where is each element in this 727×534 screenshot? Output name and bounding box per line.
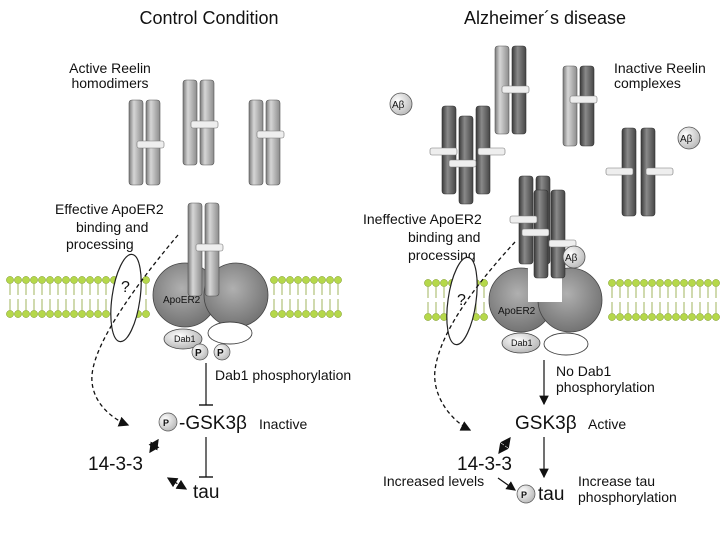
reelin-complex-dark: [429, 105, 506, 205]
solid-arrow: [497, 477, 516, 491]
dab1-protein: Dab1 P P: [163, 321, 253, 361]
svg-text:Aβ: Aβ: [680, 134, 693, 145]
unknown-protein: ?: [110, 253, 142, 343]
gsk3b-label: GSK3β: [515, 413, 577, 434]
inactive-label: Inactive: [259, 416, 307, 432]
no-dab1-phosphorylation-label-2: phosphorylation: [556, 379, 655, 395]
tau-label: tau: [193, 482, 219, 503]
dab1-phosphorylation-label: Dab1 phosphorylation: [215, 367, 351, 383]
phospho-badge: [516, 484, 536, 504]
increase-tau-label-2: phosphorylation: [578, 489, 677, 505]
svg-text:Dab1: Dab1: [511, 338, 533, 348]
phospho-badge: [158, 412, 178, 432]
effective-apoer2-label-3: processing: [66, 236, 134, 252]
adaptor-14-3-3-label: 14-3-3: [457, 454, 512, 475]
svg-text:?: ?: [121, 279, 130, 296]
inactive-reelin-label-2: complexes: [614, 75, 681, 91]
reelin-dimer-light: [182, 79, 219, 166]
reelin-dimer-light: [248, 99, 285, 186]
dashed-arrow: [498, 436, 511, 455]
reelin-dimer-light: [128, 99, 165, 186]
svg-text:Aβ: Aβ: [565, 253, 578, 264]
dashed-arrow: [166, 477, 188, 490]
svg-text:ApoER2: ApoER2: [498, 306, 536, 317]
dashed-arrow: [434, 241, 516, 431]
abeta-badge: Aβ: [677, 126, 701, 150]
effective-apoer2-label: Effective ApoER2: [55, 201, 164, 217]
reelin-dimer-bound: [187, 202, 224, 297]
active-reelin-label: Active Reelin: [69, 60, 151, 76]
ineffective-apoer2-label-3: processing: [408, 247, 476, 263]
ineffective-apoer2-label: Ineffective ApoER2: [363, 211, 482, 227]
tau-label: tau: [538, 484, 564, 505]
abeta-badge: Aβ: [389, 92, 413, 116]
control-title: Control Condition: [139, 8, 278, 28]
svg-text:?: ?: [457, 292, 466, 309]
dab1-protein: Dab1: [501, 332, 589, 356]
reelin-complex-stuck: [509, 175, 577, 279]
svg-text:P: P: [217, 348, 224, 359]
reelin-complex-dark: [494, 45, 530, 135]
phospho-badge-label: P: [163, 418, 169, 428]
unknown-protein: ?: [446, 256, 478, 346]
increase-tau-label: Increase tau: [578, 473, 655, 489]
svg-text:Dab1: Dab1: [174, 334, 196, 344]
increased-levels-label: Increased levels: [383, 473, 484, 489]
active-label: Active: [588, 416, 626, 432]
phospho-badge-label: P: [521, 490, 527, 500]
apoer2-receptor: ApoER2: [488, 262, 603, 333]
effective-apoer2-label-2: binding and: [76, 219, 148, 235]
reelin-complex-dark: [562, 65, 598, 147]
gsk3b-label: -GSK3β: [179, 413, 247, 434]
no-dab1-phosphorylation-label: No Dab1: [556, 363, 611, 379]
svg-text:ApoER2: ApoER2: [163, 295, 201, 306]
active-reelin-label-2: homodimers: [71, 75, 148, 91]
adaptor-14-3-3-label: 14-3-3: [88, 454, 143, 475]
inactive-reelin-label: Inactive Reelin: [614, 60, 706, 76]
alzheimer-title: Alzheimer´s disease: [464, 8, 626, 28]
dashed-arrow: [148, 438, 160, 454]
reelin-complex-dark: [605, 127, 674, 217]
abeta-badge: Aβ: [562, 245, 586, 269]
ineffective-apoer2-label-2: binding and: [408, 229, 480, 245]
svg-text:Aβ: Aβ: [392, 100, 405, 111]
svg-text:P: P: [195, 348, 202, 359]
